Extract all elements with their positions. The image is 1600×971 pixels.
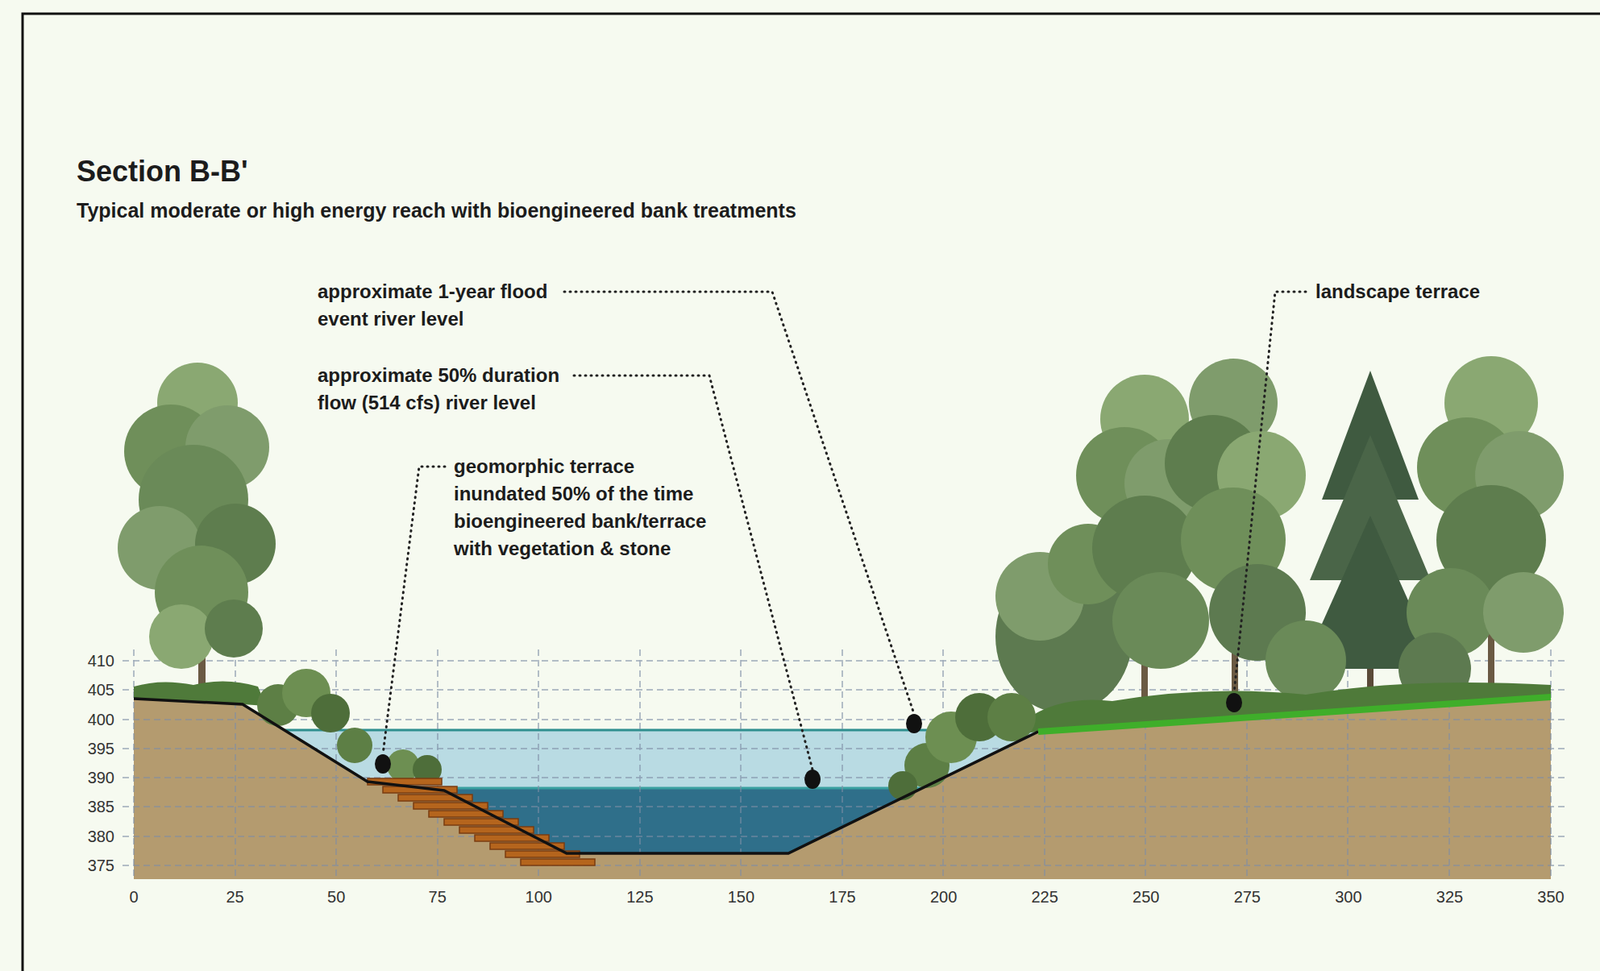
- diagram-title: Section B-B': [76, 154, 249, 189]
- elevation-tick: 405: [87, 681, 115, 699]
- elevation-tick: 385: [87, 797, 115, 816]
- station-tick: 300: [1334, 888, 1362, 906]
- station-tick: 325: [1436, 888, 1463, 906]
- station-tick: 25: [225, 888, 244, 906]
- station-tick: 100: [525, 888, 553, 906]
- median-water: [435, 788, 923, 854]
- station-tick: 150: [727, 888, 755, 906]
- station-tick: 175: [828, 888, 856, 906]
- frame: [22, 13, 1600, 971]
- station-tick: 350: [1537, 888, 1564, 906]
- elevation-tick: 410: [87, 652, 115, 670]
- callout-dots: [374, 693, 1243, 790]
- station-tick: 125: [626, 888, 653, 906]
- landscape-terrace-line: [1038, 697, 1551, 732]
- station-tick: 275: [1234, 888, 1261, 906]
- tree: [117, 362, 276, 702]
- elevation-tick: 390: [87, 768, 115, 787]
- grid: [122, 649, 1567, 880]
- elevation-tick: 395: [87, 739, 115, 758]
- station-tick: 50: [327, 888, 345, 906]
- stone-steps: [367, 778, 595, 866]
- station-tick: 0: [128, 888, 138, 906]
- station-tick: 250: [1132, 888, 1160, 906]
- elevation-tick: 380: [87, 827, 115, 846]
- subtitle: Typical moderate or high energy reach wi…: [76, 198, 797, 223]
- leader-lines: [382, 291, 1306, 770]
- tree-group: [995, 356, 1564, 718]
- callout-label: landscape terrace: [1315, 278, 1480, 306]
- callout-label: approximate 50% duration flow (514 cfs) …: [317, 361, 580, 417]
- station-tick: 75: [428, 888, 447, 906]
- station-tick: 225: [1030, 888, 1058, 906]
- bank-vegetation: [888, 682, 1551, 801]
- elevation-tick: 400: [87, 710, 115, 729]
- callout-label: geomorphic terrace inundated 50% of the …: [453, 452, 720, 563]
- ground-profile: [133, 698, 1039, 854]
- elevation-tick: 375: [87, 856, 115, 875]
- station-tick: 200: [930, 888, 957, 906]
- bank-vegetation: [133, 669, 442, 785]
- callout-label: approximate 1-year flood event river lev…: [317, 278, 580, 333]
- median-level-line: [435, 787, 923, 790]
